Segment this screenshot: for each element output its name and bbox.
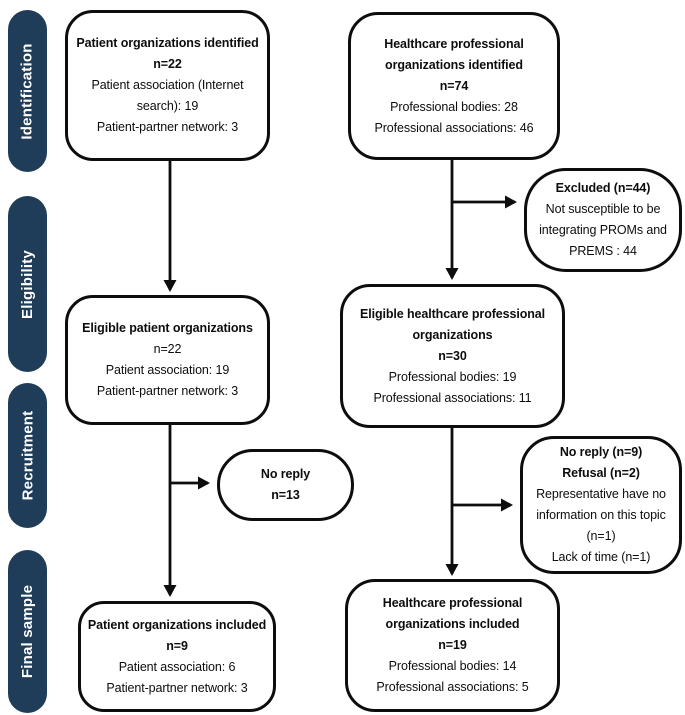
box-detail-line: Professional associations: 5 [376,680,529,694]
box-title-line: Eligible healthcare professional organiz… [359,306,546,342]
box-detail-line: Patient association: 6 [118,659,236,674]
box-detail-line: Professional associations: 46 [374,120,534,135]
box-subtitle-line: Refusal (n=2) [562,466,640,480]
stage-pill-eligibility: Eligibility [8,196,47,372]
box-excluded: Excluded (n=44) Not susceptible to be in… [524,168,682,272]
box-n-line: n=9 [166,638,188,653]
box-detail-line: Patient-partner network: 3 [96,120,239,134]
box-patient-organizations-included: Patient organizations included n=9 Patie… [78,601,276,712]
box-title-line: Excluded (n=44) [555,181,651,195]
box-eligible-patient-organizations: Eligible patient organizations n=22 Pati… [65,295,270,425]
box-eligible-hcp-organizations: Eligible healthcare professional organiz… [340,284,565,428]
box-hcp-organizations-identified: Healthcare professional organizations id… [348,12,560,160]
box-detail-line: Professional associations: 11 [373,390,532,405]
box-detail-line: Professional bodies: 19 [388,369,517,384]
box-n-line: n=19 [438,638,467,652]
box-title-line: No reply [260,467,311,481]
box-detail-line: Professional bodies: 14 [388,659,517,673]
box-detail-line: Patient-partner network: 3 [96,384,239,398]
box-no-reply-patient: No reply n=13 [217,449,354,521]
box-n-line: n=30 [438,348,467,363]
box-hcp-organizations-included: Healthcare professional organizations in… [345,579,560,712]
stage-label: Recruitment [19,410,36,501]
box-no-reply-refusal-hcp: No reply (n=9) Refusal (n=2) Representat… [520,436,682,574]
box-n-line: n=13 [271,488,300,502]
box-title-line: No reply (n=9) [559,445,643,459]
stage-pill-identification: Identification [8,10,47,172]
box-detail-line: Patient association (Internet search): 1… [91,78,244,113]
box-title-line: Eligible patient organizations [82,321,253,335]
box-detail-line: Professional bodies: 28 [390,99,518,114]
box-n-line: n=22 [153,57,182,71]
box-title-line: Healthcare professional organizations id… [384,36,524,72]
box-detail-line: Lack of time (n=1) [551,550,651,564]
box-detail-line: Patient association: 19 [105,363,230,377]
box-title-line: Patient organizations identified [76,36,259,50]
stage-label: Eligibility [19,249,36,319]
box-detail-line: Not susceptible to be integrating PROMs … [539,202,667,258]
box-n-line: n=22 [153,342,182,356]
box-n-line: n=74 [439,78,469,93]
stage-label: Identification [19,42,37,140]
stage-pill-final-sample: Final sample [8,550,47,713]
box-patient-organizations-identified: Patient organizations identified n=22 Pa… [65,10,270,161]
stage-label: Final sample [19,584,37,679]
box-detail-line: Patient-partner network: 3 [106,680,248,695]
box-title-line: Healthcare professional organizations in… [382,596,523,631]
box-title-line: Patient organizations included [87,617,267,632]
stage-pill-recruitment: Recruitment [8,383,47,528]
box-detail-line: Representative have no information on th… [536,487,666,543]
